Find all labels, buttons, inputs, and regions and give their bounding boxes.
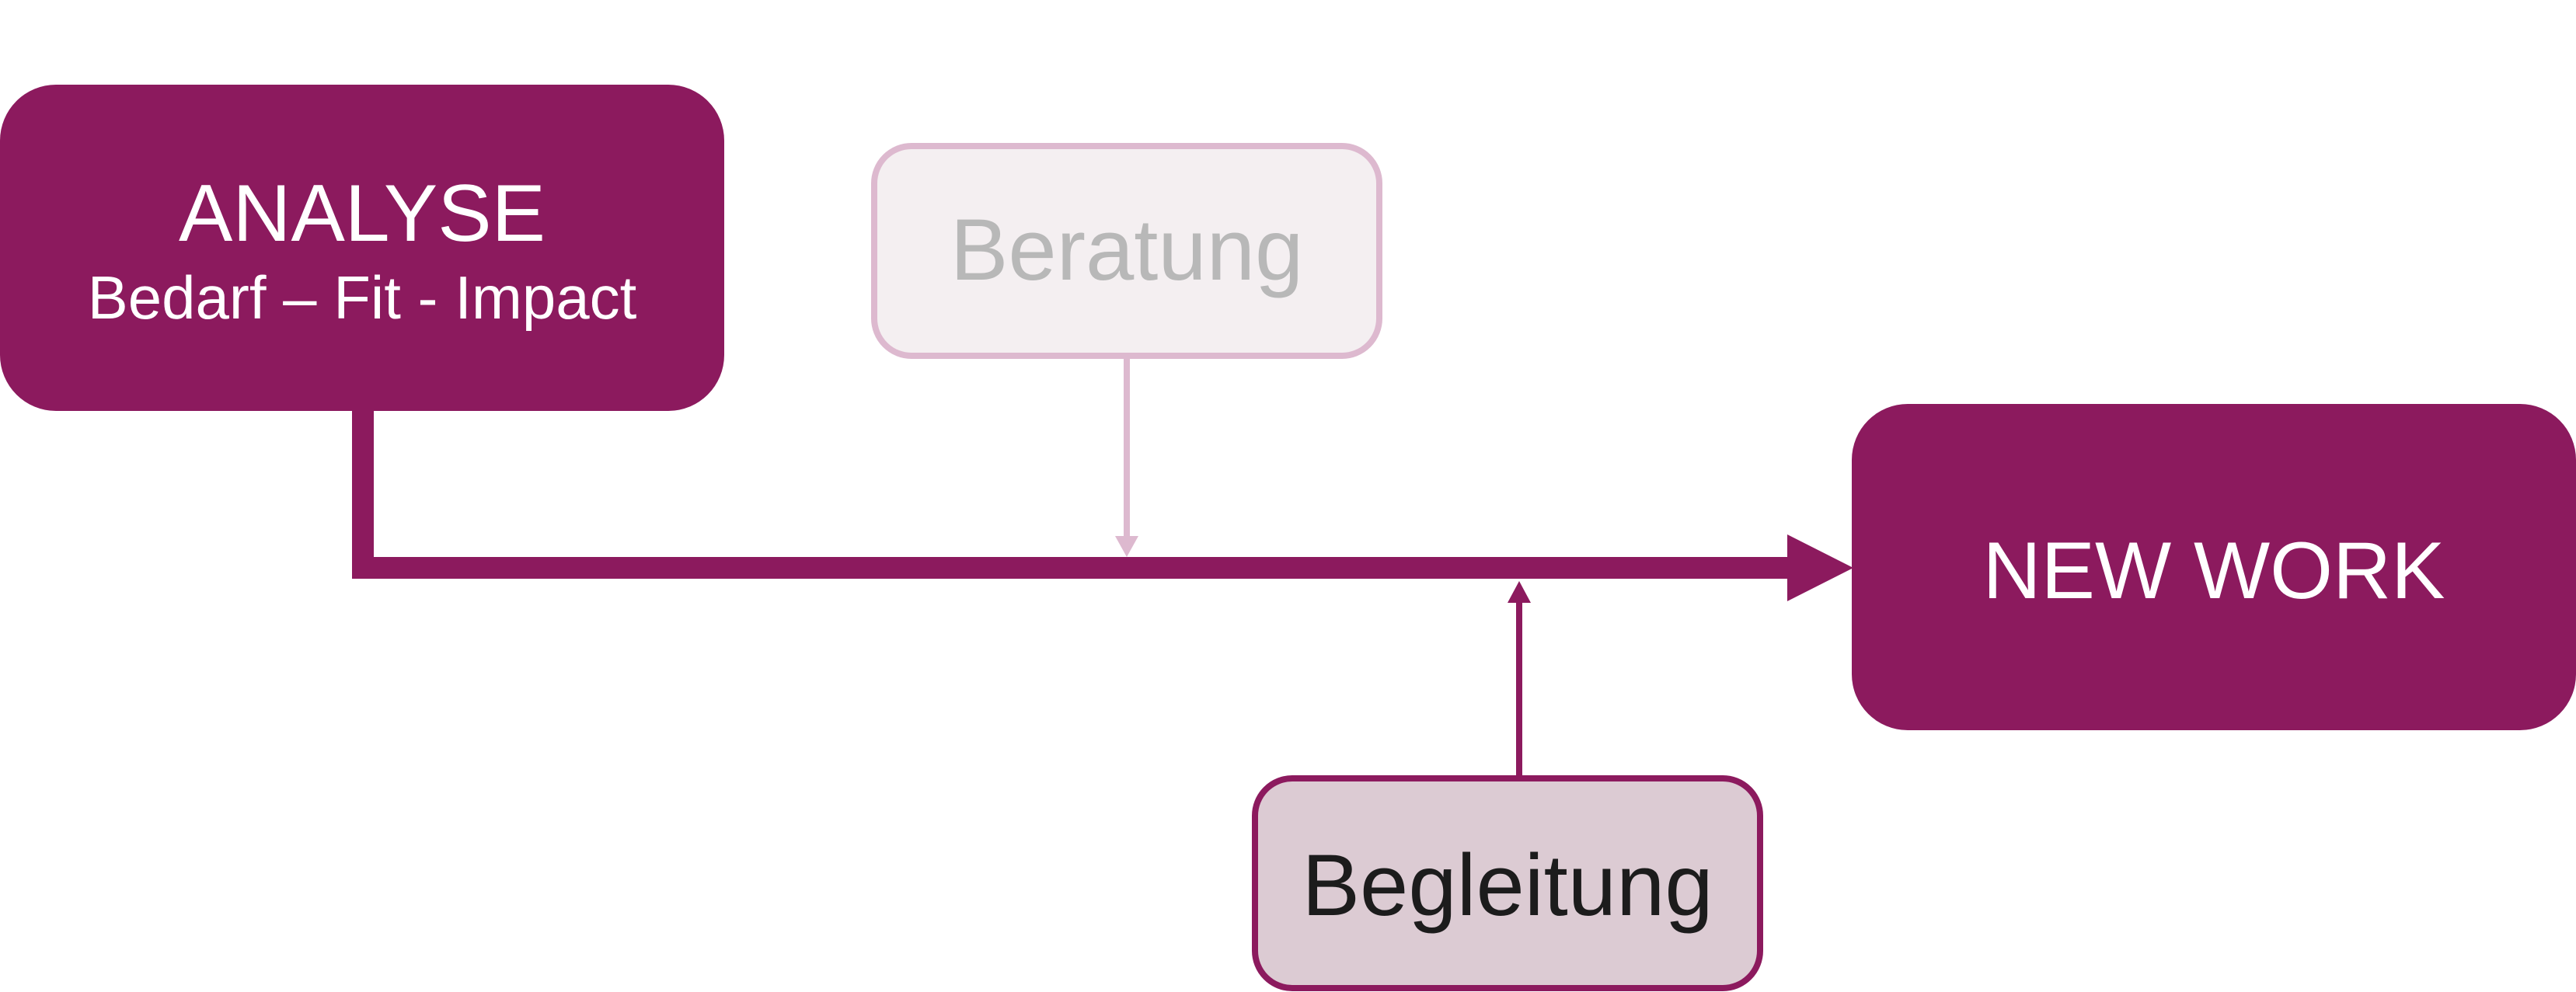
begleitung-box — [1252, 775, 1763, 991]
analyse-box — [0, 85, 724, 411]
main-flow-line — [352, 410, 1791, 579]
analyse-node: ANALYSE Bedarf – Fit - Impact — [0, 85, 724, 411]
new-work-node: NEW WORK — [1852, 404, 2576, 730]
analyse-title: ANALYSE — [179, 169, 546, 259]
begleitung-arrowhead — [1508, 581, 1531, 603]
begleitung-node: Begleitung — [1252, 775, 1763, 991]
main-flow-arrowhead — [1787, 534, 1853, 601]
analyse-subtitle: Bedarf – Fit - Impact — [88, 263, 637, 332]
new-work-label: NEW WORK — [1982, 526, 2445, 616]
begleitung-label: Begleitung — [1302, 837, 1713, 934]
beratung-label: Beratung — [950, 201, 1304, 298]
beratung-arrowhead — [1115, 536, 1138, 557]
beratung-node: Beratung — [871, 143, 1382, 359]
beratung-box — [871, 143, 1382, 359]
new-work-box — [1852, 404, 2576, 730]
